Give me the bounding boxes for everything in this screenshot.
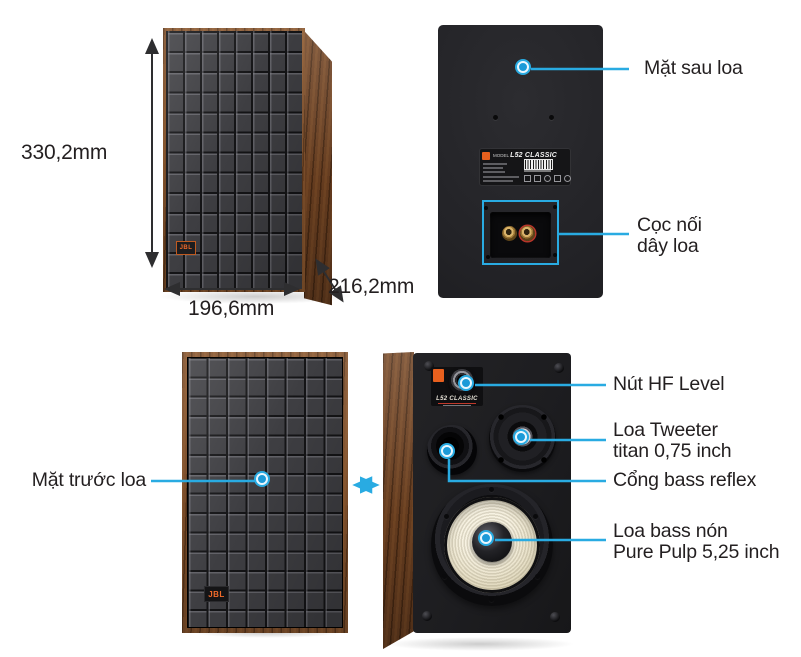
screw bbox=[533, 514, 538, 519]
grille-peg bbox=[550, 612, 560, 622]
screw bbox=[442, 574, 447, 579]
model-label: MODEL bbox=[493, 153, 509, 158]
grille-peg bbox=[424, 361, 434, 371]
callout-woofer-line2: Pure Pulp 5,25 inch bbox=[613, 540, 780, 563]
wall-mount-hole bbox=[493, 115, 498, 120]
callout-terminal-label: Cọc nối dây loa bbox=[637, 215, 702, 256]
binding-post-red bbox=[520, 226, 535, 241]
screw bbox=[444, 514, 449, 519]
speaker-driver-view: L52 CLASSIC bbox=[383, 352, 571, 650]
fine-print bbox=[483, 176, 519, 178]
fine-print bbox=[483, 167, 503, 169]
screw bbox=[486, 255, 490, 259]
certification-marks bbox=[524, 175, 571, 182]
jbl-logo-icon bbox=[482, 152, 490, 160]
terminal-callout-box bbox=[482, 200, 559, 265]
callout-dot-port bbox=[441, 445, 453, 457]
callout-front-panel-label: Mặt trước loa bbox=[31, 469, 146, 491]
screw bbox=[535, 574, 540, 579]
plate-red-line bbox=[438, 403, 476, 404]
callout-dot-hf-knob bbox=[460, 377, 472, 389]
callout-dot-front-panel bbox=[256, 473, 268, 485]
foam-grille bbox=[187, 357, 343, 628]
grille-peg bbox=[554, 363, 564, 373]
jbl-logo-text: JBL bbox=[179, 245, 193, 251]
callout-tweeter-line1: Loa Tweeter bbox=[613, 419, 718, 441]
speaker-front-view: JBL bbox=[182, 352, 348, 633]
callout-port-label: Cổng bass reflex bbox=[613, 469, 757, 491]
plate-model-text: L52 CLASSIC bbox=[436, 396, 478, 402]
barcode bbox=[524, 159, 553, 170]
cert-icon bbox=[544, 175, 551, 182]
grille-peg bbox=[422, 611, 432, 621]
cert-icon bbox=[554, 175, 561, 182]
jbl-logo-icon bbox=[433, 369, 444, 382]
jbl-logo-text: JBL bbox=[208, 589, 225, 599]
wall-mount-hole bbox=[549, 115, 554, 120]
cabinet-side-panel bbox=[383, 352, 414, 649]
callout-terminal-line2: dây loa bbox=[637, 234, 699, 257]
screw bbox=[553, 205, 557, 209]
woofer-driver bbox=[431, 484, 553, 606]
callout-tweeter-label: Loa Tweeter titan 0,75 inch bbox=[613, 419, 732, 462]
callout-dot-woofer bbox=[480, 532, 492, 544]
callout-dot-back-panel bbox=[517, 61, 529, 73]
callout-dot-tweeter bbox=[515, 431, 527, 443]
dim-height-label: 330,2mm bbox=[21, 141, 108, 164]
terminal-recess bbox=[490, 212, 551, 258]
screw bbox=[489, 597, 494, 602]
front-baffle: L52 CLASSIC bbox=[413, 353, 571, 633]
screw bbox=[489, 487, 494, 492]
fine-print bbox=[483, 180, 513, 182]
serial-number bbox=[524, 170, 551, 172]
fine-print bbox=[483, 163, 507, 165]
model-label-plate: MODEL L52 CLASSIC bbox=[480, 149, 571, 185]
binding-post-black bbox=[502, 226, 517, 241]
callout-woofer-line1: Loa bass nón bbox=[613, 520, 728, 542]
model-plate-text: MODEL L52 CLASSIC bbox=[493, 152, 557, 159]
speaker-angled-view: JBL bbox=[163, 24, 347, 310]
plate-fine-print bbox=[443, 405, 471, 406]
callout-back-panel-label: Mặt sau loa bbox=[644, 57, 743, 79]
screw bbox=[484, 206, 488, 210]
woofer-dust-cap bbox=[472, 522, 512, 562]
dim-width-label: 196,6mm bbox=[188, 297, 275, 320]
jbl-logo-badge: JBL bbox=[204, 586, 229, 602]
model-name: L52 CLASSIC bbox=[510, 152, 558, 159]
cert-icon bbox=[564, 175, 571, 182]
cabinet-front-frame: JBL bbox=[163, 28, 305, 292]
fine-print bbox=[483, 171, 505, 173]
dim-depth-label: 216,2mm bbox=[328, 275, 415, 298]
callout-hf-label: Nút HF Level bbox=[613, 373, 725, 395]
screw bbox=[553, 253, 557, 257]
woofer-cone bbox=[444, 497, 540, 593]
callout-woofer-label: Loa bass nón Pure Pulp 5,25 inch bbox=[613, 520, 780, 563]
callout-tweeter-line2: titan 0,75 inch bbox=[613, 439, 732, 462]
jbl-logo-badge: JBL bbox=[176, 241, 196, 255]
shadow-driver-view bbox=[385, 637, 575, 651]
callout-terminal-line1: Cọc nối bbox=[637, 214, 702, 236]
cert-icon bbox=[534, 175, 541, 182]
cert-icon bbox=[524, 175, 531, 182]
